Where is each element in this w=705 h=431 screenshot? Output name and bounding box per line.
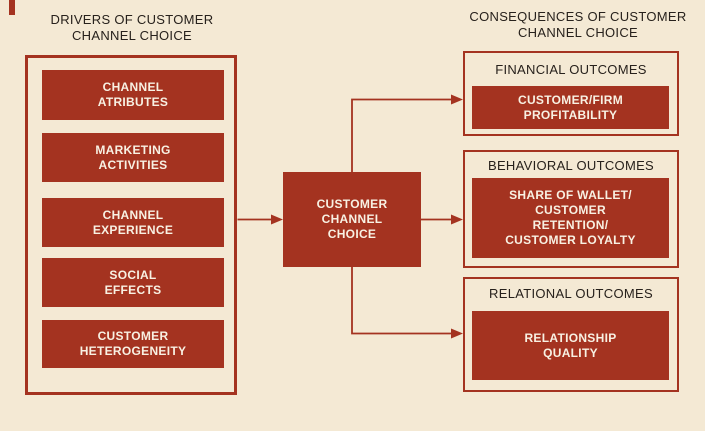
driver-box-marketing-activities: MARKETING ACTIVITIES (42, 133, 224, 182)
driver-label: CHANNEL ATRIBUTES (97, 80, 169, 109)
outcome-label: RELATIONSHIP QUALITY (524, 330, 617, 360)
corner-mark (9, 0, 15, 15)
arrow-drivers-to-choice (237, 214, 283, 225)
behavioral-outcomes-box: BEHAVIORAL OUTCOMES SHARE OF WALLET/ CUS… (463, 150, 679, 268)
driver-box-customer-heterogeneity: CUSTOMER HETEROGENEITY (42, 320, 224, 368)
arrow-choice-to-relational (351, 267, 463, 339)
financial-outcomes-box: FINANCIAL OUTCOMES CUSTOMER/FIRM PROFITA… (463, 51, 679, 136)
driver-label: MARKETING ACTIVITIES (95, 142, 171, 172)
relational-outcomes-box: RELATIONAL OUTCOMES RELATIONSHIP QUALITY (463, 277, 679, 392)
relational-outcomes-heading: RELATIONAL OUTCOMES (489, 286, 653, 301)
driver-label: CHANNEL EXPERIENCE (92, 207, 174, 237)
financial-outcomes-heading: FINANCIAL OUTCOMES (495, 62, 647, 77)
driver-box-channel-experience: CHANNEL EXPERIENCE (42, 198, 224, 247)
driver-label: CUSTOMER HETEROGENEITY (79, 329, 187, 358)
arrow-choice-to-financial (351, 94, 463, 172)
outcome-label: SHARE OF WALLET/ CUSTOMER RETENTION/ CUS… (505, 188, 636, 247)
driver-label: SOCIAL EFFECTS (104, 267, 162, 297)
customer-channel-choice-box: CUSTOMER CHANNEL CHOICE (283, 172, 421, 267)
share-of-wallet-box: SHARE OF WALLET/ CUSTOMER RETENTION/ CUS… (472, 178, 669, 258)
arrow-choice-to-behavioral (421, 214, 463, 225)
customer-firm-profitability-box: CUSTOMER/FIRM PROFITABILITY (472, 86, 669, 129)
driver-box-social-effects: SOCIAL EFFECTS (42, 258, 224, 307)
relationship-quality-box: RELATIONSHIP QUALITY (472, 311, 669, 380)
behavioral-outcomes-heading: BEHAVIORAL OUTCOMES (487, 158, 655, 173)
outcome-label: CUSTOMER/FIRM PROFITABILITY (517, 92, 623, 122)
drivers-section-title: DRIVERS OF CUSTOMER CHANNEL CHOICE (50, 12, 214, 43)
customer-channel-choice-label: CUSTOMER CHANNEL CHOICE (316, 197, 388, 241)
consequences-section-title: CONSEQUENCES OF CUSTOMER CHANNEL CHOICE (469, 9, 687, 40)
drivers-container: CHANNEL ATRIBUTES MARKETING ACTIVITIES C… (25, 55, 237, 395)
driver-box-channel-attributes: CHANNEL ATRIBUTES (42, 70, 224, 120)
